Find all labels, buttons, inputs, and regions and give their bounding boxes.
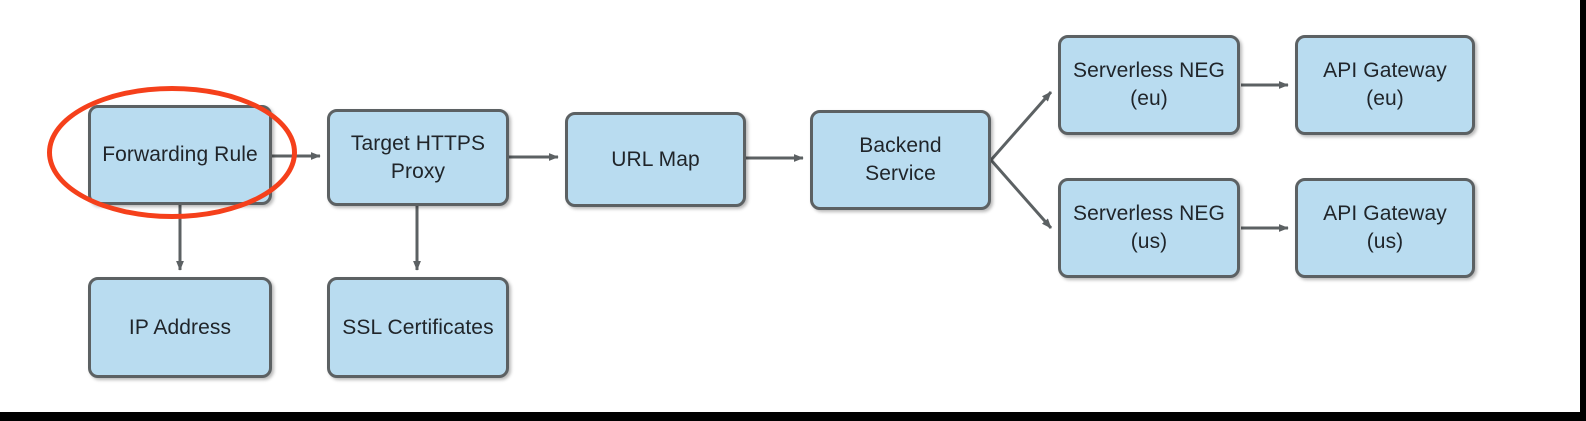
node-ip-address-label: IP Address	[128, 315, 232, 339]
node-url-map[interactable]: URL Map	[565, 112, 746, 207]
highlight-ellipse-annotation	[47, 86, 297, 219]
node-serverless-neg-us[interactable]: Serverless NEG (us)	[1058, 178, 1240, 278]
node-api-gateway-eu[interactable]: API Gateway (eu)	[1295, 35, 1475, 135]
node-ssl-certificates[interactable]: SSL Certificates	[327, 277, 509, 378]
node-serverless-neg-us-label: Serverless NEG (us)	[1073, 202, 1225, 253]
node-url-map-label: URL Map	[611, 147, 700, 171]
node-backend-service[interactable]: Backend Service	[810, 110, 991, 210]
node-target-https-proxy[interactable]: Target HTTPS Proxy	[327, 109, 509, 206]
node-ssl-certificates-label: SSL Certificates	[342, 315, 494, 339]
node-ip-address[interactable]: IP Address	[88, 277, 272, 378]
frame-bottom-border	[0, 412, 1586, 421]
node-api-gateway-us[interactable]: API Gateway (us)	[1295, 178, 1475, 278]
node-api-gateway-us-label: API Gateway (us)	[1323, 202, 1447, 253]
node-backend-service-label: Backend Service	[859, 134, 942, 185]
node-api-gateway-eu-label: API Gateway (eu)	[1323, 59, 1447, 110]
node-serverless-neg-eu[interactable]: Serverless NEG (eu)	[1058, 35, 1240, 135]
node-serverless-neg-eu-label: Serverless NEG (eu)	[1073, 59, 1225, 110]
edge-backend-service-to-serverless-neg-eu	[989, 91, 1053, 161]
edge-backend-service-to-serverless-neg-us	[989, 159, 1053, 229]
frame-right-border	[1580, 0, 1586, 421]
node-target-https-proxy-label: Target HTTPS Proxy	[350, 131, 486, 183]
